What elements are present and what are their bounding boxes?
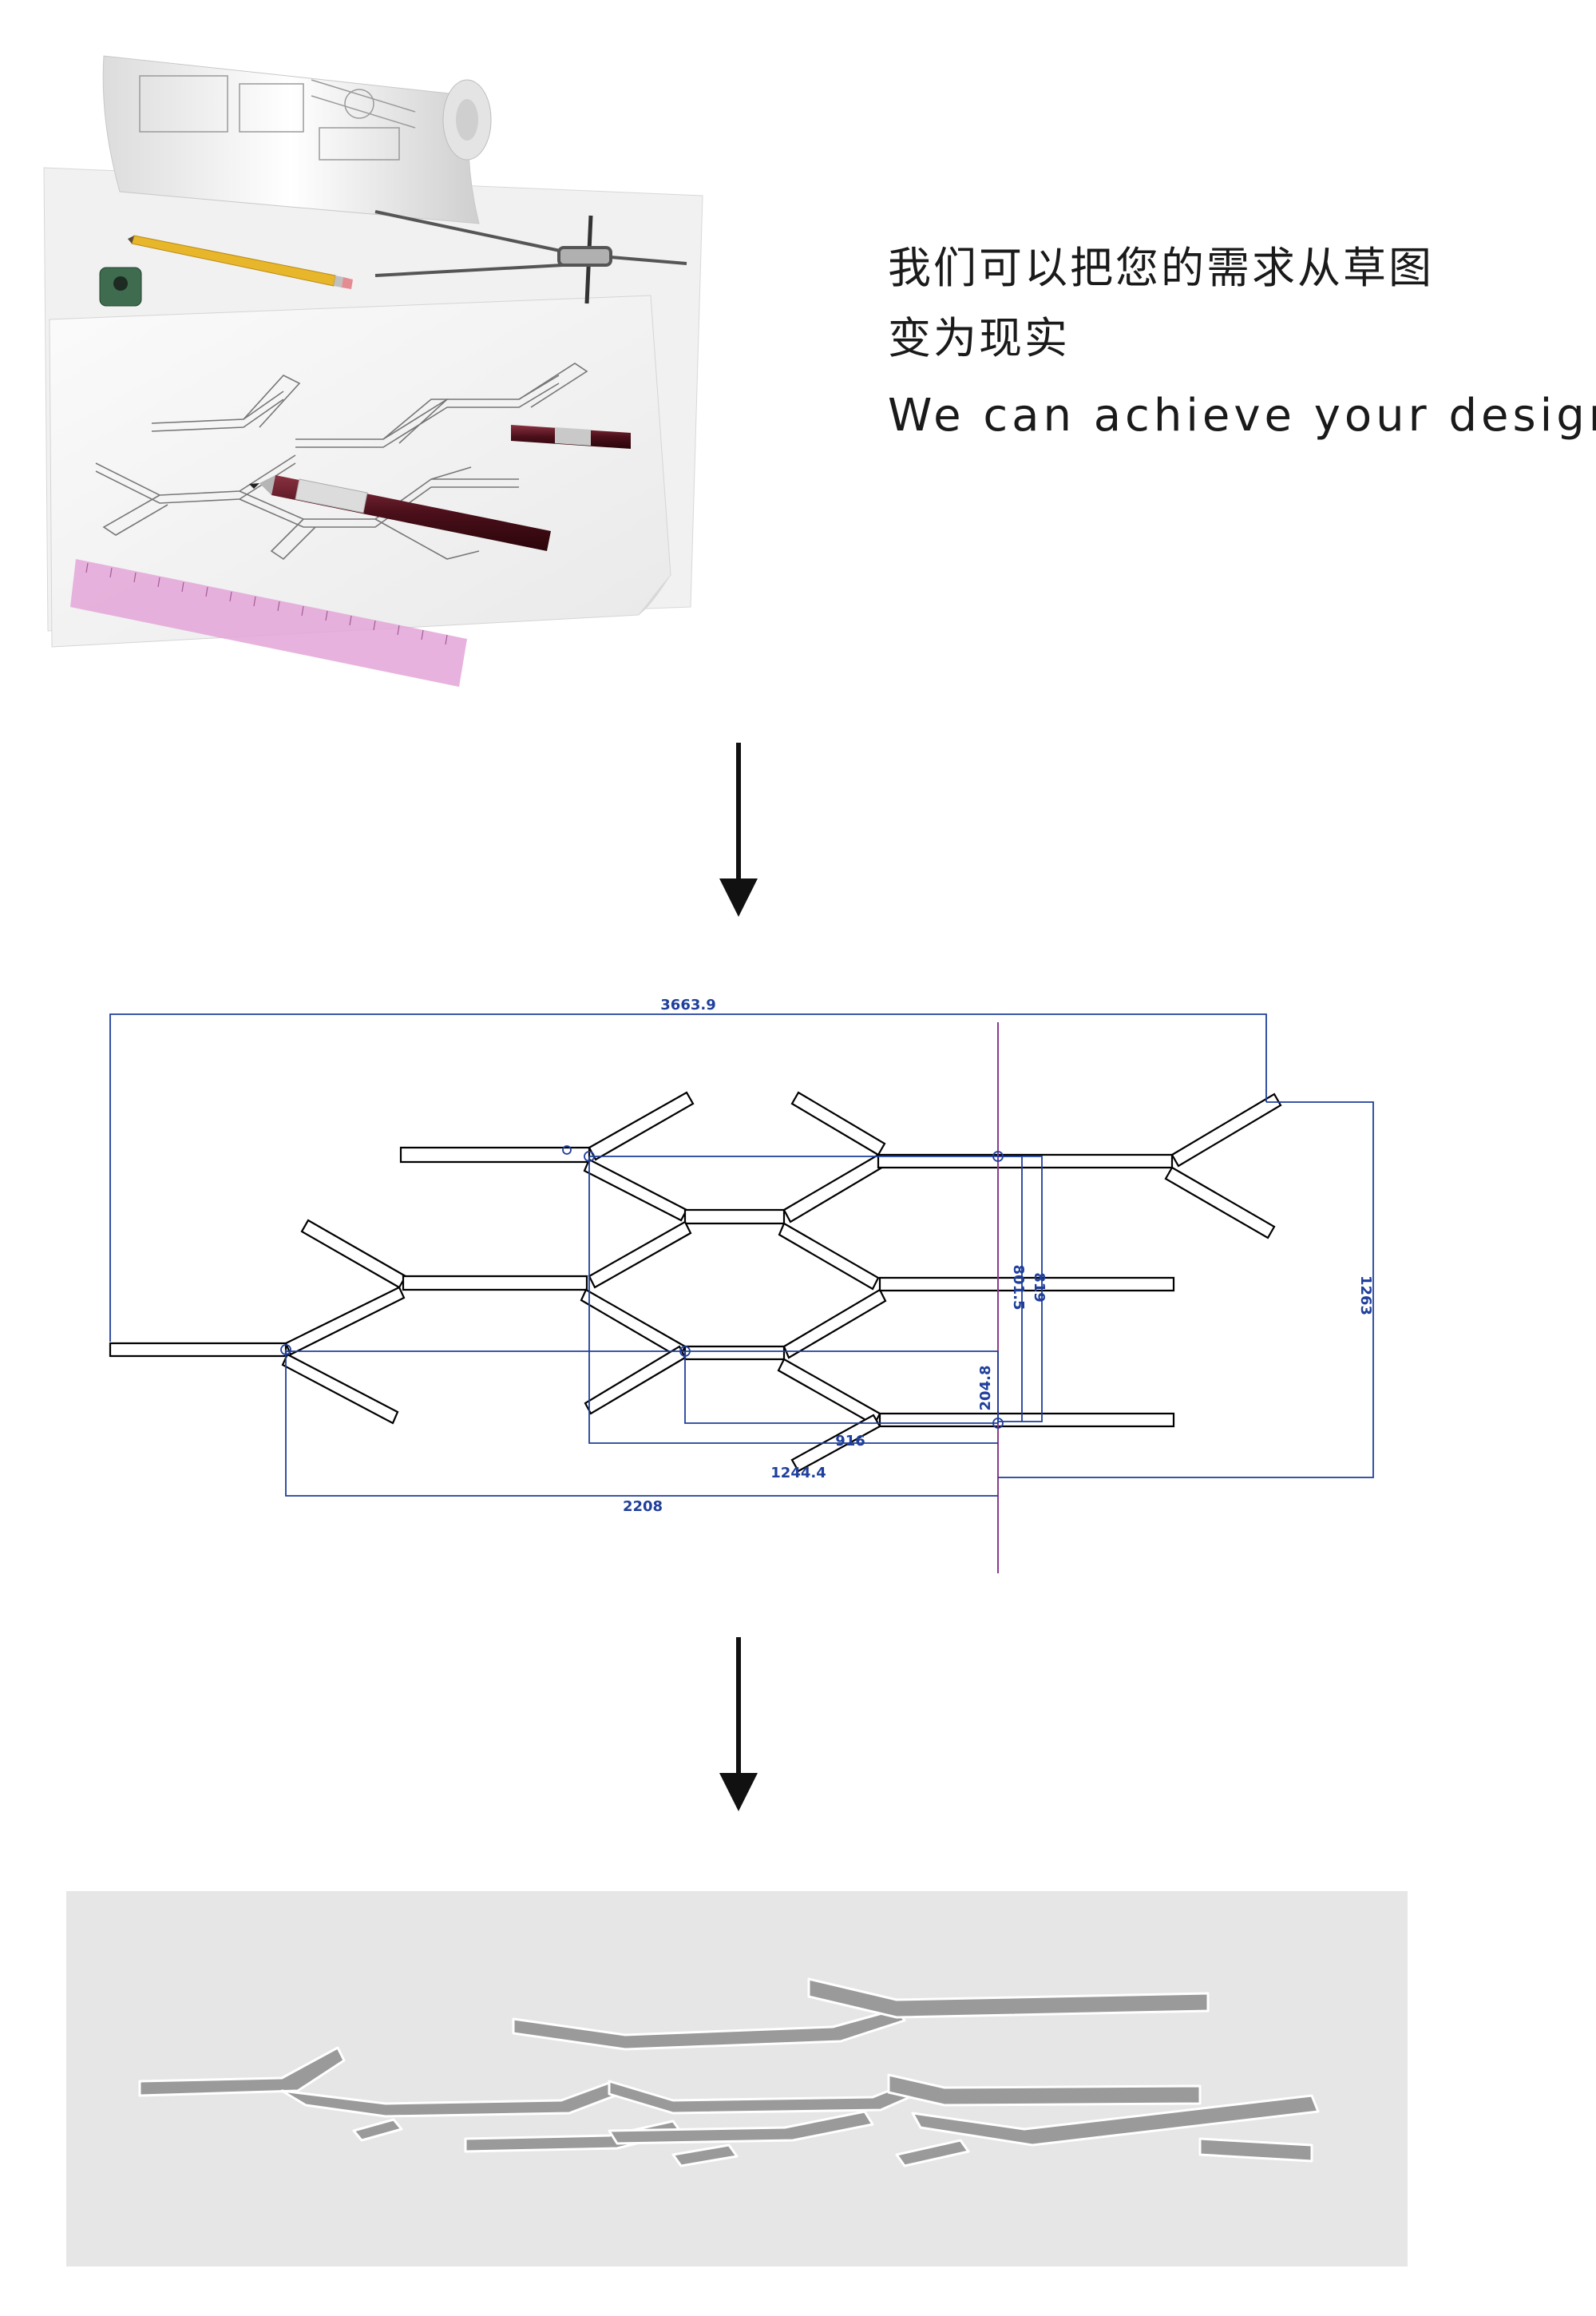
sharpener-icon [99, 267, 142, 307]
dimension-overall-height: 1263 [1357, 1275, 1374, 1315]
dimension-lines [109, 1013, 1374, 1497]
arrow-down-icon [719, 1637, 758, 1811]
dimension-204-8: 204.8 [977, 1366, 994, 1411]
dimension-labels: 3663.9 1263 801.5 819 204.8 916 1244.4 2… [623, 997, 1374, 1515]
dimension-2208: 2208 [623, 1498, 663, 1515]
fixture-outline [109, 1091, 1282, 1473]
ruler-icon [70, 559, 467, 687]
caption-english: We can achieve your design [888, 390, 1596, 442]
dimension-916: 916 [835, 1433, 865, 1449]
pencil-icon [128, 235, 353, 289]
rendered-fixture [138, 1977, 1320, 2167]
arrow-down-icon [719, 743, 758, 917]
caption-line-1: 我们可以把您的需求从草图 [888, 243, 1434, 293]
dimension-819: 819 [1031, 1272, 1047, 1303]
dimension-overall-width: 3663.9 [660, 997, 715, 1013]
dimension-801-5: 801.5 [1010, 1265, 1027, 1311]
render-preview [66, 1891, 1408, 2266]
caption-block: 我们可以把您的需求从草图 变为现实 We can achieve your de… [888, 233, 1596, 442]
pen-icon [249, 475, 551, 551]
blueprint-roll-icon [102, 55, 492, 224]
compass-icon [374, 210, 687, 304]
pen-icon [511, 425, 631, 449]
technical-drawing: 3663.9 1263 801.5 819 204.8 916 1244.4 2… [109, 997, 1374, 1573]
dimension-1244-4: 1244.4 [770, 1465, 826, 1481]
sketch-illustration [43, 55, 703, 687]
caption-line-2: 变为现实 [888, 313, 1070, 363]
